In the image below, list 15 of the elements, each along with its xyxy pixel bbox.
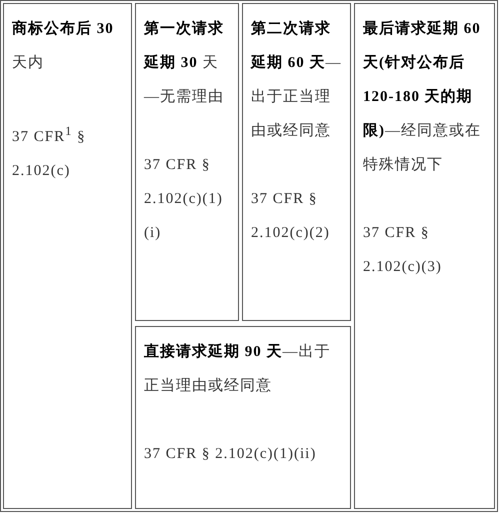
- deadline-description: 直接请求延期 90 天—出于正当理由或经同意: [144, 342, 332, 396]
- regulation-citation: 37 CFR § 2.102(c)(3): [363, 224, 443, 277]
- regulation-citation: 37 CFR § 2.102(c)(1)(ii): [144, 445, 318, 464]
- deadline-description: 商标公布后 30天内: [12, 19, 115, 73]
- deadline-description: 最后请求延期 60 天(针对公布后 120-180 天的期限)—经同意或在特殊情况下: [363, 19, 482, 175]
- table-cell: [354, 3, 495, 509]
- regulation-citation: 37 CFR$^{1}$ § 2.102(c): [12, 123, 87, 181]
- regulation-citation: 37 CFR § 2.102(c)(1)(i): [144, 156, 224, 243]
- table-cell: [135, 3, 239, 321]
- table-cell: [3, 3, 132, 509]
- table-cell: [135, 326, 351, 509]
- table-cell: [242, 3, 351, 321]
- regulation-citation: 37 CFR § 2.102(c)(2): [251, 190, 331, 243]
- deadline-description: 第一次请求延期 30 天—无需理由: [144, 19, 225, 107]
- deadline-description: 第二次请求延期 60 天—出于正当理由或经同意: [251, 19, 342, 141]
